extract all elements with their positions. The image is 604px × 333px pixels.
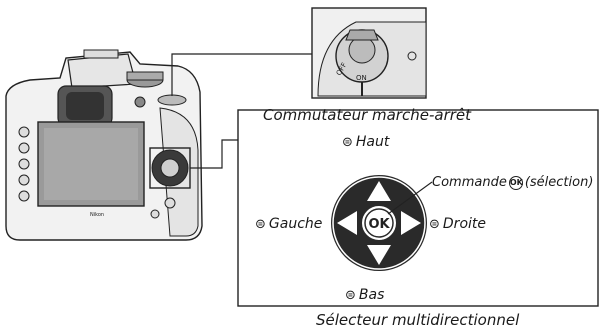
selector-down-arrow [367,245,391,265]
camera-illustration [5,49,203,241]
selector-left-arrow [337,211,357,235]
camera-brand: Nikon [90,212,104,218]
down-label-text: Bas [358,287,385,303]
selector-up-arrow [367,181,391,201]
right-label: ⊜Droite [429,216,486,232]
right-label-text: Droite [442,216,486,232]
circle-up-arrow-icon: ⊜ [342,135,353,150]
up-label: ⊜Haut [342,134,389,150]
multi-selector-illustration [331,175,427,271]
down-label: ⊜Bas [345,287,384,303]
multi-selector-caption: Sélecteur multidirectionnel [316,311,520,329]
circle-left-arrow-icon: ⊜ [255,217,266,232]
power-switch-caption: Commutateur marche-arrêt [263,106,472,124]
switch-on-text: ON [356,74,367,82]
up-label-text: Haut [355,134,390,150]
ok-command-prefix: Commande [432,175,507,190]
circle-down-arrow-icon: ⊜ [345,288,356,303]
selector-right-arrow [401,211,421,235]
left-label-text: Gauche [268,216,323,232]
ok-leader [387,181,433,215]
ok-command-suffix: (sélection) [524,175,594,190]
left-label: ⊜Gauche [255,216,322,232]
selector-leader [190,139,238,169]
power-switch-leader [171,53,312,96]
power-switch-inset [311,7,427,99]
circle-right-arrow-icon: ⊜ [429,217,440,232]
ok-center-text: OK [368,217,390,232]
ok-button-icon: OK [508,176,523,190]
